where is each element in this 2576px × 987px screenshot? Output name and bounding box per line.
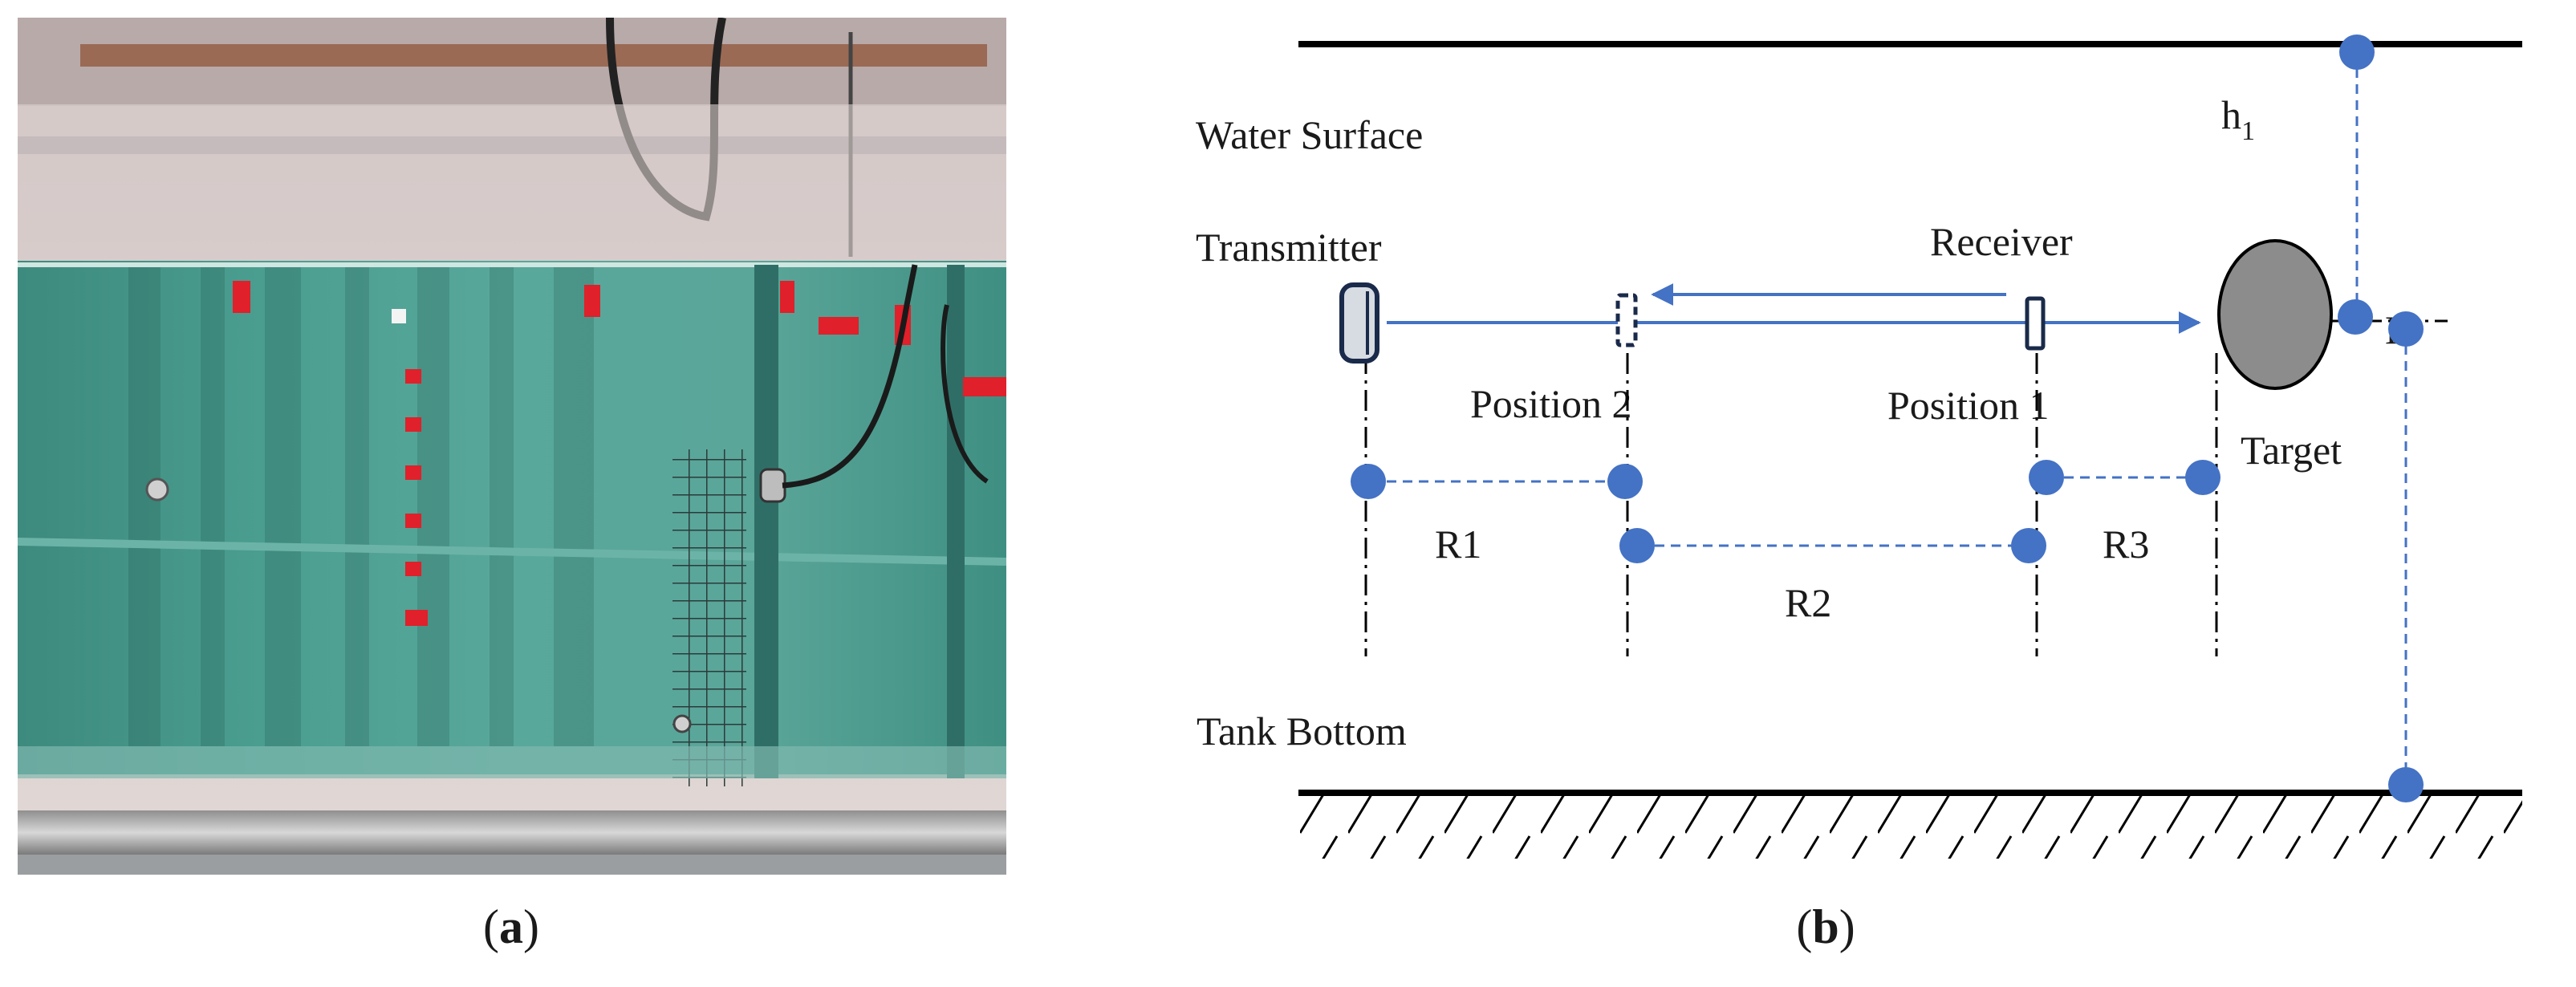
point-H-top bbox=[2388, 311, 2424, 347]
tank-post bbox=[754, 265, 778, 778]
transmitter-icon bbox=[1339, 282, 1379, 364]
reference-lines bbox=[1364, 353, 2218, 656]
caption-b: (b) bbox=[1796, 900, 1855, 953]
R2-label: R2 bbox=[1785, 580, 1831, 625]
h1-label: h1 bbox=[2221, 92, 2255, 146]
white-tag bbox=[392, 309, 406, 323]
water-body bbox=[18, 261, 1006, 774]
receiver-position-1-icon bbox=[2025, 296, 2046, 351]
tank-photograph bbox=[18, 18, 1006, 875]
hydrophone-cable bbox=[782, 264, 918, 489]
measurement-points bbox=[1351, 35, 2424, 802]
position-2-label: Position 2 bbox=[1470, 381, 1631, 426]
point-position-2-a bbox=[1607, 464, 1643, 499]
position-1-label: Position 1 bbox=[1887, 383, 2049, 428]
point-position-2-b bbox=[1619, 528, 1655, 563]
measurement-lines bbox=[1371, 52, 2407, 782]
point-target-depth bbox=[2338, 299, 2373, 335]
curtain-reflection bbox=[128, 265, 594, 746]
receiver-position-2-icon bbox=[1615, 293, 1638, 347]
point-surface bbox=[2339, 35, 2375, 70]
point-position-1-b bbox=[2011, 528, 2046, 563]
tank-bottom-hatch bbox=[1298, 794, 2522, 859]
point-target-edge bbox=[2185, 460, 2220, 495]
wire-grid bbox=[672, 449, 746, 786]
tank-floor bbox=[18, 746, 1006, 778]
transmitter-label: Transmitter bbox=[1196, 225, 1382, 270]
R3-label: R3 bbox=[2103, 522, 2149, 567]
point-position-1-a bbox=[2029, 460, 2064, 495]
red-markers bbox=[233, 281, 1006, 626]
receiver-label: Receiver bbox=[1930, 219, 2073, 264]
overhead-pipe bbox=[80, 44, 987, 67]
R1-label: R1 bbox=[1435, 522, 1481, 567]
caption-a: (a) bbox=[483, 900, 539, 953]
hydrophone-left bbox=[145, 477, 169, 502]
schematic-diagram: Water Surface Transmitter Receiver Posit… bbox=[1196, 35, 2522, 859]
water-surface-label: Water Surface bbox=[1196, 112, 1423, 157]
target-label: Target bbox=[2241, 428, 2342, 473]
sensor-bottom bbox=[672, 714, 692, 733]
point-bottom bbox=[2388, 767, 2424, 802]
hydrophone-center bbox=[759, 468, 786, 503]
tank-post-right bbox=[947, 265, 965, 778]
steel-rail bbox=[18, 810, 1006, 855]
target-icon bbox=[2217, 239, 2333, 390]
point-transmitter bbox=[1351, 464, 1386, 499]
glass-shelf bbox=[18, 538, 1006, 566]
tank-bottom-label: Tank Bottom bbox=[1197, 709, 1407, 753]
